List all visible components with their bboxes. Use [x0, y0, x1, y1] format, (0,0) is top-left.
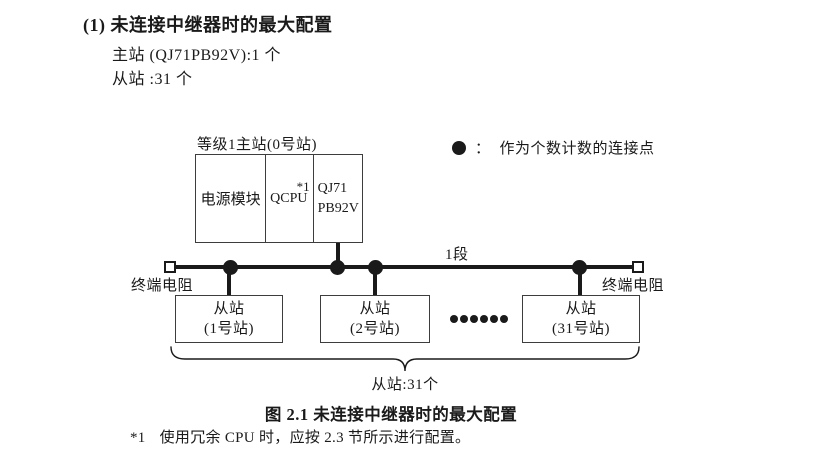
qcpu-label: QCPU [270, 190, 308, 206]
legend-text: 作为个数计数的连接点 [499, 141, 655, 157]
brace-label: 从站:31个 [371, 377, 439, 393]
bus-line [172, 265, 638, 269]
ellipsis-dots [450, 315, 508, 323]
footnote: *1 使用冗余 CPU 时，应按 2.3 节所示进行配置。 [130, 426, 470, 447]
slave2-line2: (2号站) [350, 321, 400, 337]
connection-point-dot [223, 260, 238, 275]
master-station-box: 电源模块 *1 QCPU QJ71 PB92V [195, 154, 363, 243]
power-module-label: 电源模块 [200, 192, 261, 208]
left-terminator-square [164, 261, 176, 273]
qj71pb92v-cell: QJ71 PB92V [312, 155, 362, 242]
ellipsis-dot [450, 315, 458, 323]
slave-spec-line: 从站 :31 个 [112, 71, 193, 88]
right-terminator-label: 终端电阻 [602, 278, 665, 294]
legend-separator: ： [475, 141, 491, 157]
ellipsis-dot [480, 315, 488, 323]
qcpu-cell: *1 QCPU [265, 155, 312, 242]
ellipsis-dot [470, 315, 478, 323]
slave-count-brace [170, 346, 640, 372]
connection-point-dot [330, 260, 345, 275]
master-station-label: 等级1主站(0号站) [197, 137, 317, 153]
qj71-label-line2: PB92V [317, 200, 359, 216]
slave1-drop-line [227, 267, 231, 295]
master-spec-line: 主站 (QJ71PB92V):1 个 [112, 47, 282, 64]
slave-station-31-box: 从站 (31号站) [522, 295, 640, 343]
figure-caption: 图 2.1 未连接中继器时的最大配置 [264, 405, 518, 424]
slave1-line1: 从站 [213, 300, 245, 317]
ellipsis-dot [490, 315, 498, 323]
qj71-label-line1: QJ71 [317, 180, 348, 196]
slave-station-2-box: 从站 (2号站) [320, 295, 430, 343]
slave31-drop-line [578, 267, 582, 295]
slave31-line2: (31号站) [552, 321, 610, 337]
slave31-line1: 从站 [565, 300, 597, 317]
power-module-cell: 电源模块 [196, 155, 265, 242]
footnote-text: 使用冗余 CPU 时，应按 2.3 节所示进行配置。 [159, 430, 471, 446]
section-heading: (1) 未连接中继器时的最大配置 [83, 15, 333, 35]
connection-point-dot [368, 260, 383, 275]
slave2-drop-line [373, 267, 377, 295]
qcpu-footnote-ref: *1 [296, 179, 310, 194]
slave-station-1-box: 从站 (1号站) [175, 295, 283, 343]
ellipsis-dot [460, 315, 468, 323]
connection-point-dot [572, 260, 587, 275]
footnote-marker: *1 [130, 430, 146, 446]
left-terminator-label: 终端电阻 [131, 278, 194, 294]
ellipsis-dot [500, 315, 508, 323]
master-drop-line [336, 243, 340, 267]
slave1-line2: (1号站) [204, 321, 254, 337]
right-terminator-square [632, 261, 644, 273]
slave2-line1: 从站 [359, 300, 391, 317]
segment-label: 1段 [445, 247, 469, 263]
legend: ： 作为个数计数的连接点 [452, 137, 655, 158]
connection-point-legend-icon [452, 140, 466, 155]
